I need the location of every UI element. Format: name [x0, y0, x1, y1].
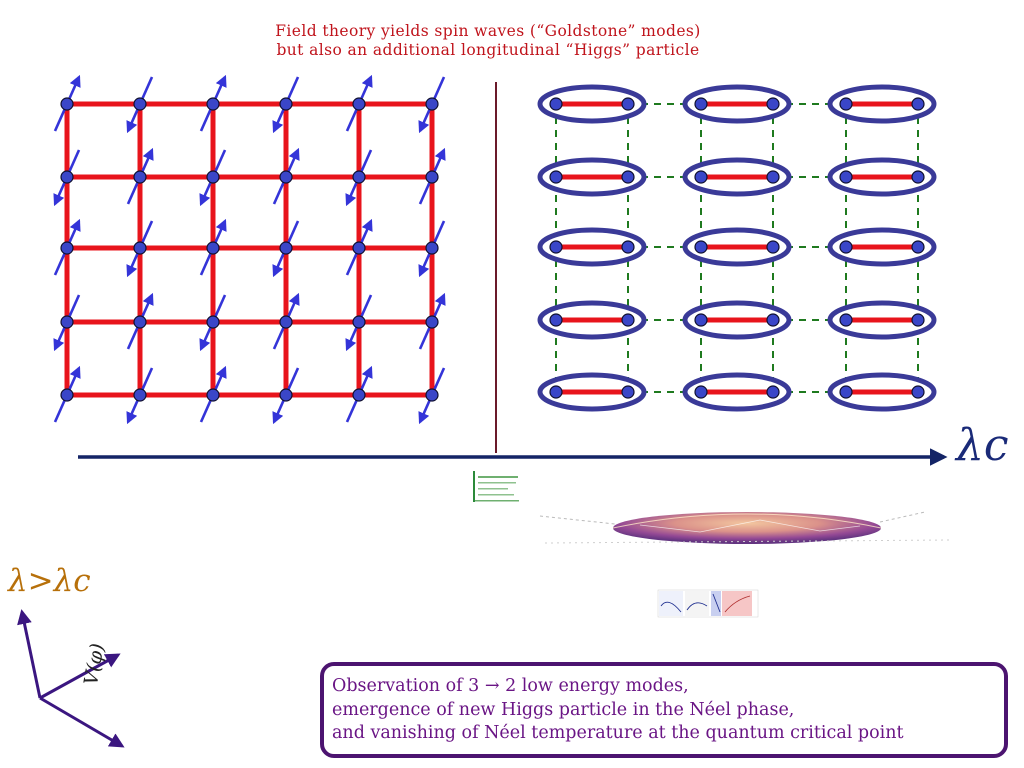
lattice-site — [60, 170, 74, 184]
dimer-site — [911, 97, 925, 111]
dimer-site — [694, 97, 708, 111]
lattice-site — [279, 315, 293, 329]
lattice-site — [352, 170, 366, 184]
dimer-site — [621, 97, 635, 111]
lattice-site — [133, 170, 147, 184]
dimer-site — [621, 313, 635, 327]
dimer-site — [694, 170, 708, 184]
lattice-site — [279, 97, 293, 111]
dimer-site — [911, 313, 925, 327]
dimer-site — [839, 385, 853, 399]
lattice-site — [133, 315, 147, 329]
lattice-site — [60, 241, 74, 255]
lattice-site — [425, 170, 439, 184]
dimer-site — [549, 313, 563, 327]
dimer-site — [549, 97, 563, 111]
dimer-site — [839, 97, 853, 111]
dimer-site — [766, 313, 780, 327]
callout-line-1: Observation of 3 → 2 low energy modes, — [332, 676, 689, 696]
lattice-site — [279, 388, 293, 402]
lattice-site — [425, 241, 439, 255]
phase-condition-label: λ>λc — [8, 563, 91, 599]
dimer-site — [911, 170, 925, 184]
coupling-axis-label: λc — [956, 420, 1009, 471]
dimer-site — [549, 240, 563, 254]
dimer-site — [766, 97, 780, 111]
lattice-site — [60, 97, 74, 111]
lattice-site — [206, 315, 220, 329]
slide-title-line-2: but also an additional longitudinal “Hig… — [276, 41, 700, 59]
dimer-site — [694, 313, 708, 327]
dimer-site — [911, 385, 925, 399]
dimer-site — [766, 385, 780, 399]
lattice-site — [206, 97, 220, 111]
lattice-site — [60, 388, 74, 402]
lattice-site — [206, 388, 220, 402]
slide-title-line-1: Field theory yields spin waves (“Goldsto… — [275, 22, 701, 40]
dimer-site — [694, 240, 708, 254]
dimer-site — [839, 313, 853, 327]
dimer-site — [839, 170, 853, 184]
dimer-site — [621, 170, 635, 184]
dimer-site — [911, 240, 925, 254]
callout-line-2: emergence of new Higgs particle in the N… — [332, 699, 795, 720]
lattice-site — [279, 241, 293, 255]
lattice-site — [425, 315, 439, 329]
dimer-site — [766, 170, 780, 184]
lattice-site — [352, 388, 366, 402]
dimer-site — [549, 170, 563, 184]
lattice-site — [206, 170, 220, 184]
lattice-site — [133, 97, 147, 111]
lattice-site — [279, 170, 293, 184]
dimer-site — [549, 385, 563, 399]
order-parameter-axes — [17, 609, 125, 748]
lattice-site — [133, 388, 147, 402]
lattice-site — [352, 97, 366, 111]
dimer-site — [621, 385, 635, 399]
lattice-site — [425, 97, 439, 111]
dimer-site — [766, 240, 780, 254]
mexican-hat-potential-plot — [539, 511, 951, 544]
dimer-site — [839, 240, 853, 254]
lattice-site — [133, 241, 147, 255]
thumbnail-green-plot — [472, 470, 520, 504]
callout-line-3: and vanishing of Néel temperature at the… — [332, 723, 904, 743]
dimer-site — [694, 385, 708, 399]
observation-callout-box: Observation of 3 → 2 low energy modes, e… — [320, 662, 1008, 758]
lattice-site — [425, 388, 439, 402]
dimer-site — [621, 240, 635, 254]
neel-lattice — [53, 74, 446, 425]
lattice-site — [352, 241, 366, 255]
lattice-site — [352, 315, 366, 329]
thumbnail-data-plot — [657, 589, 759, 618]
dimer-lattice — [537, 84, 937, 412]
lattice-site — [206, 241, 220, 255]
lattice-site — [60, 315, 74, 329]
